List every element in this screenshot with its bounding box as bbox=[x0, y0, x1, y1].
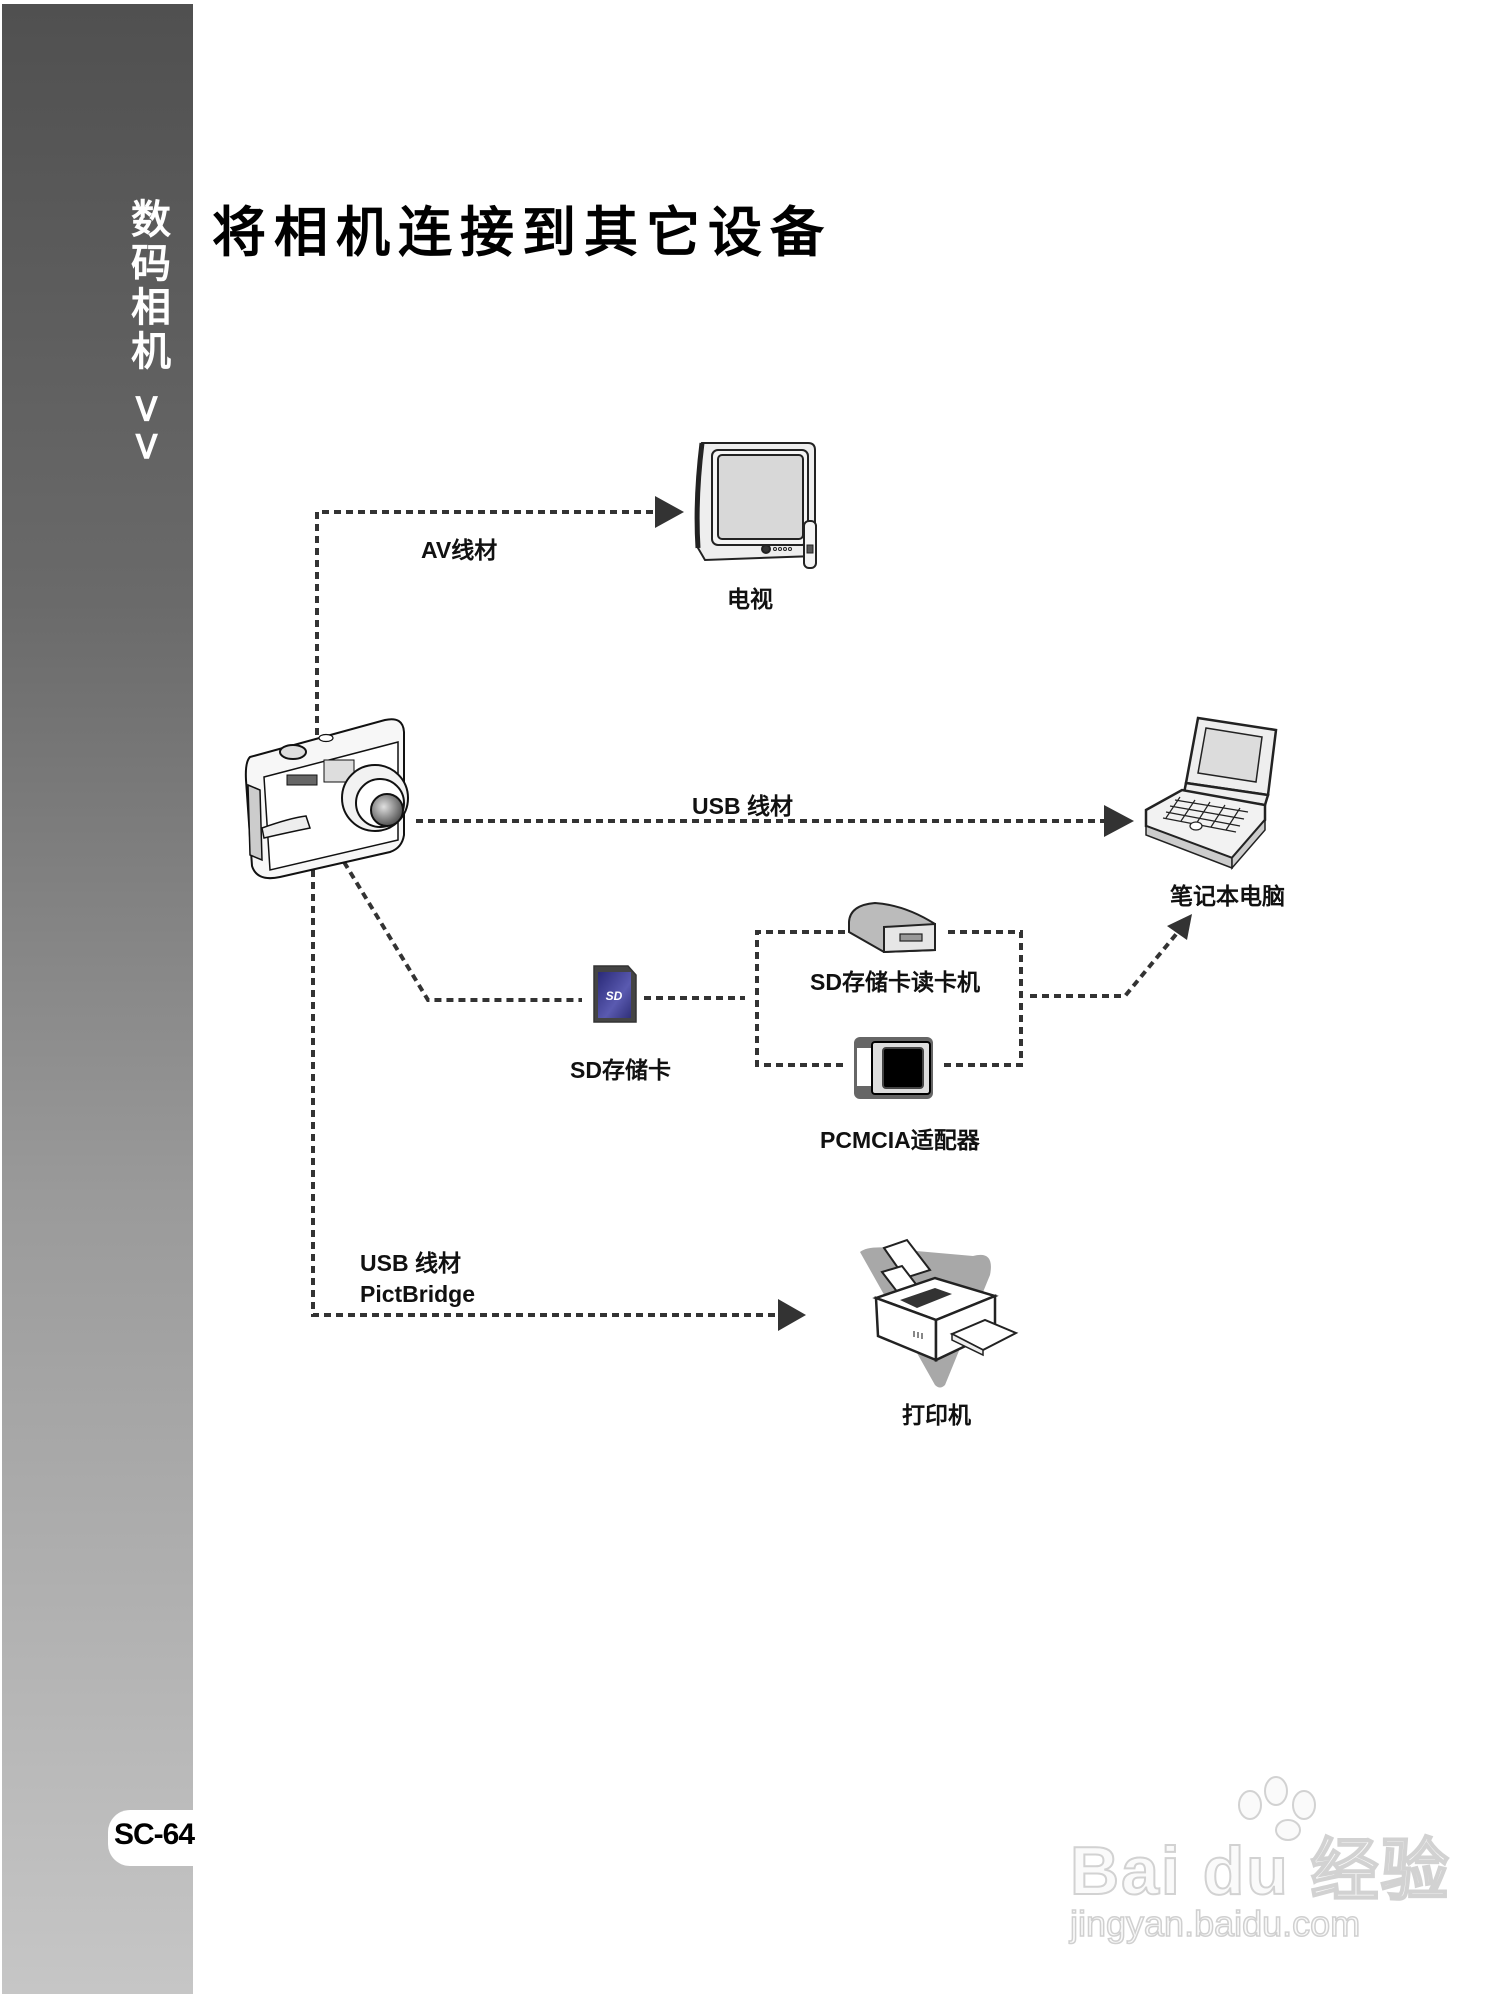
av-cable-label: AV线材 bbox=[421, 537, 498, 563]
adapter-box-top-right bbox=[943, 930, 1023, 1067]
page-number-badge bbox=[108, 1810, 195, 1866]
sidebar: 数码相机 >> bbox=[2, 4, 193, 1994]
av-cable-line bbox=[315, 510, 655, 735]
printer-label: 打印机 bbox=[902, 1402, 971, 1428]
card-reader-label: SD存储卡读卡机 bbox=[810, 969, 980, 995]
laptop-icon bbox=[1144, 716, 1278, 871]
pcmcia-adapter-icon bbox=[854, 1037, 933, 1099]
tv-icon bbox=[694, 442, 817, 569]
arrow-to-printer bbox=[778, 1299, 806, 1331]
watermark-url: jingyan.baidu.com bbox=[1069, 1902, 1361, 1945]
printer-cable-line bbox=[311, 870, 778, 1317]
arrow-to-tv bbox=[655, 496, 684, 528]
sd-card-line bbox=[342, 860, 582, 1002]
page-title: 将相机连接到其它设备 bbox=[212, 201, 832, 264]
arrow-to-laptop bbox=[1104, 805, 1134, 837]
printer-icon bbox=[860, 1238, 1019, 1388]
arrow-to-laptop-from-adapters bbox=[1167, 914, 1192, 940]
watermark-brand: Bai du 经验 bbox=[1069, 1832, 1451, 1910]
card-reader-icon bbox=[848, 901, 936, 954]
digital-camera-icon bbox=[244, 718, 409, 880]
sd-card-icon: SD bbox=[593, 965, 637, 1023]
pcmcia-adapter-label: PCMCIA适配器 bbox=[820, 1127, 980, 1153]
page-number: SC-64 bbox=[114, 1818, 195, 1851]
paw-icon bbox=[1238, 1776, 1316, 1841]
section-label: 数码相机 >> bbox=[124, 198, 170, 467]
sd-logo: SD bbox=[606, 989, 623, 1003]
pictbridge-label: PictBridge bbox=[360, 1281, 476, 1307]
adapters-to-laptop-line bbox=[1030, 930, 1180, 998]
sd-card-label: SD存储卡 bbox=[570, 1057, 671, 1083]
adapter-box-top-left bbox=[755, 930, 845, 1067]
tv-label: 电视 bbox=[727, 586, 773, 612]
usb-cable-label: USB 线材 bbox=[692, 793, 793, 819]
laptop-label: 笔记本电脑 bbox=[1170, 883, 1285, 909]
printer-cable-label: USB 线材 bbox=[360, 1250, 461, 1276]
